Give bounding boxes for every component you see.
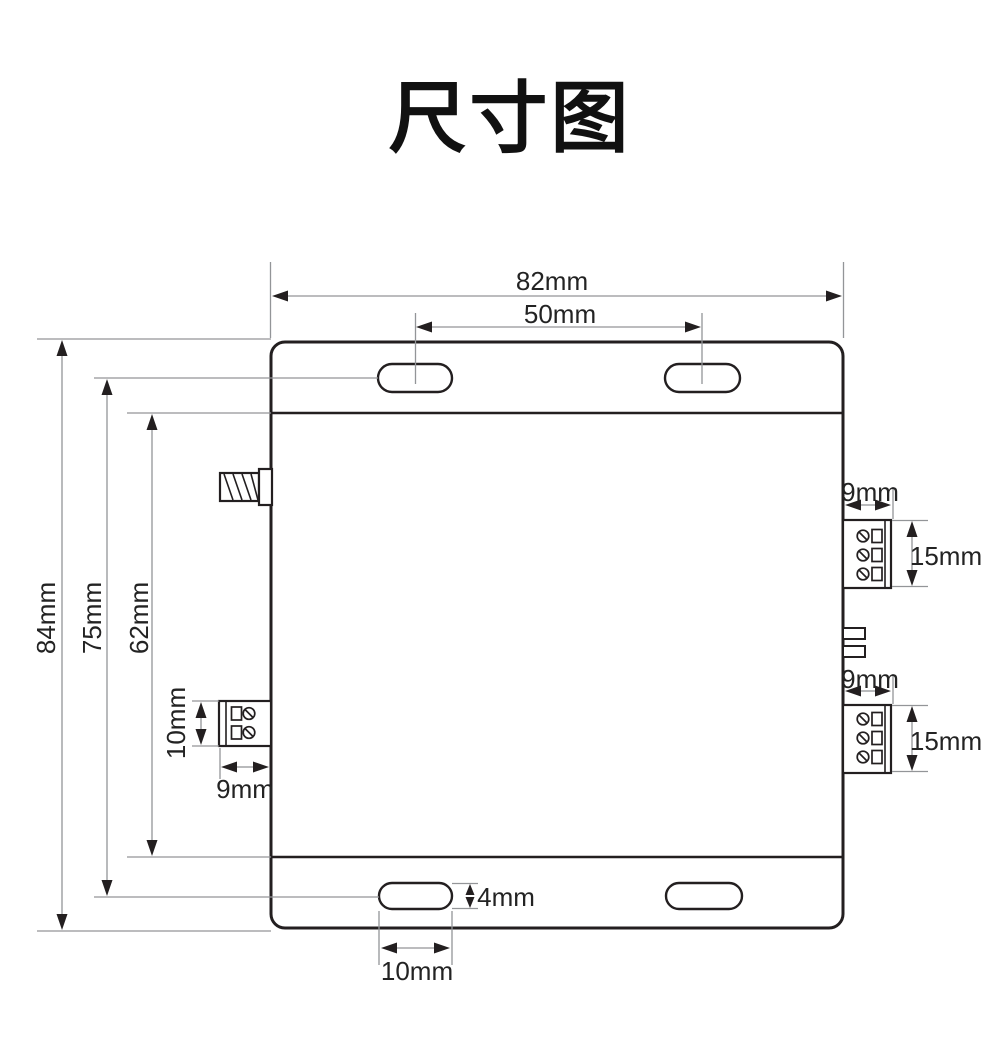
screw-slash <box>858 550 868 560</box>
arrowhead <box>685 321 701 333</box>
ext-lines-82mm <box>269 262 845 338</box>
antenna-thread-hatch <box>223 473 259 501</box>
ext-lines-10mm-bottom <box>378 911 453 965</box>
arrowhead <box>465 884 475 895</box>
arrowhead <box>875 685 891 697</box>
arrowhead <box>221 761 237 773</box>
arrowhead <box>272 290 288 302</box>
label-overall-width: 82mm <box>515 266 589 296</box>
arrowhead <box>56 340 68 356</box>
ext-lines-4mm <box>452 882 478 910</box>
arrowhead <box>906 570 918 586</box>
terminal-slot <box>871 749 883 765</box>
screw-slash <box>858 752 868 762</box>
terminal-slot <box>871 547 883 563</box>
side-connector-tabs <box>842 627 866 658</box>
label-slot-center-height: 75mm <box>77 581 107 655</box>
terminal-slot <box>230 706 243 721</box>
arrowhead <box>826 290 842 302</box>
arrowhead <box>845 499 861 511</box>
arrowhead <box>434 942 450 954</box>
mount-slot-bottom-left <box>377 881 454 911</box>
ext-lines-84mm <box>37 338 271 932</box>
label-overall-height: 84mm <box>31 581 61 655</box>
ext-lines-75mm <box>94 377 379 898</box>
screw-slash <box>244 727 254 738</box>
arrowhead <box>146 414 158 430</box>
terminal-slot <box>871 566 883 582</box>
label-power-connector-height: 10mm <box>161 686 191 760</box>
arrowhead <box>906 521 918 537</box>
antenna-thread-barrel <box>218 471 261 503</box>
device-body <box>269 340 845 930</box>
antenna-connector <box>218 467 274 507</box>
label-power-connector-depth: 9mm <box>216 774 274 804</box>
device-outline <box>269 340 845 930</box>
arrowhead <box>195 702 207 718</box>
screw-slash <box>858 733 868 743</box>
label-slot-spacing: 50mm <box>523 299 597 329</box>
screw-slash <box>858 569 868 579</box>
terminal-slot <box>871 730 883 746</box>
power-terminal-2pin <box>217 699 273 748</box>
arrowhead <box>906 755 918 771</box>
arrowhead <box>253 761 269 773</box>
arrowhead <box>416 321 432 333</box>
mount-slot-bottom-right <box>664 881 744 911</box>
label-body-height: 62mm <box>124 581 154 655</box>
label-bottom-terminal-height: 15mm <box>909 726 983 756</box>
arrowhead <box>101 379 113 395</box>
label-top-terminal-height: 15mm <box>909 541 983 571</box>
arrowhead <box>101 880 113 896</box>
ext-lines-50mm <box>414 313 703 384</box>
screw-slash <box>858 714 868 724</box>
arrowhead <box>56 914 68 930</box>
terminal-3pin-bottom <box>841 703 893 775</box>
label-bottom-terminal-depth: 9mm <box>841 664 899 694</box>
terminal-slot <box>871 528 883 544</box>
ext-lines-10mm-left <box>192 700 219 747</box>
side-tab <box>842 645 866 658</box>
label-mount-slot-height: 4mm <box>477 882 535 912</box>
page-title: 尺寸图 <box>388 74 632 162</box>
arrowhead <box>845 685 861 697</box>
ext-lines-62mm <box>127 412 271 858</box>
label-top-terminal-depth: 9mm <box>841 477 899 507</box>
terminal-3pin-top <box>841 518 893 590</box>
arrowhead <box>875 499 891 511</box>
arrowhead <box>906 706 918 722</box>
arrowhead <box>381 942 397 954</box>
label-mount-slot-width: 10mm <box>380 956 454 986</box>
antenna-collar <box>257 467 274 507</box>
dimension-arrowheads <box>56 290 918 954</box>
arrowhead <box>465 897 475 908</box>
arrowhead <box>146 840 158 856</box>
terminal-slot <box>871 711 883 727</box>
side-tab <box>842 627 866 640</box>
ext-lines-15mm-bottom <box>892 704 928 773</box>
screw-slash <box>858 531 868 541</box>
arrowhead <box>195 729 207 745</box>
dimension-lines <box>37 262 928 965</box>
ext-lines-15mm-top <box>892 519 928 588</box>
screw-slash <box>244 708 254 719</box>
terminal-slot <box>230 725 243 740</box>
